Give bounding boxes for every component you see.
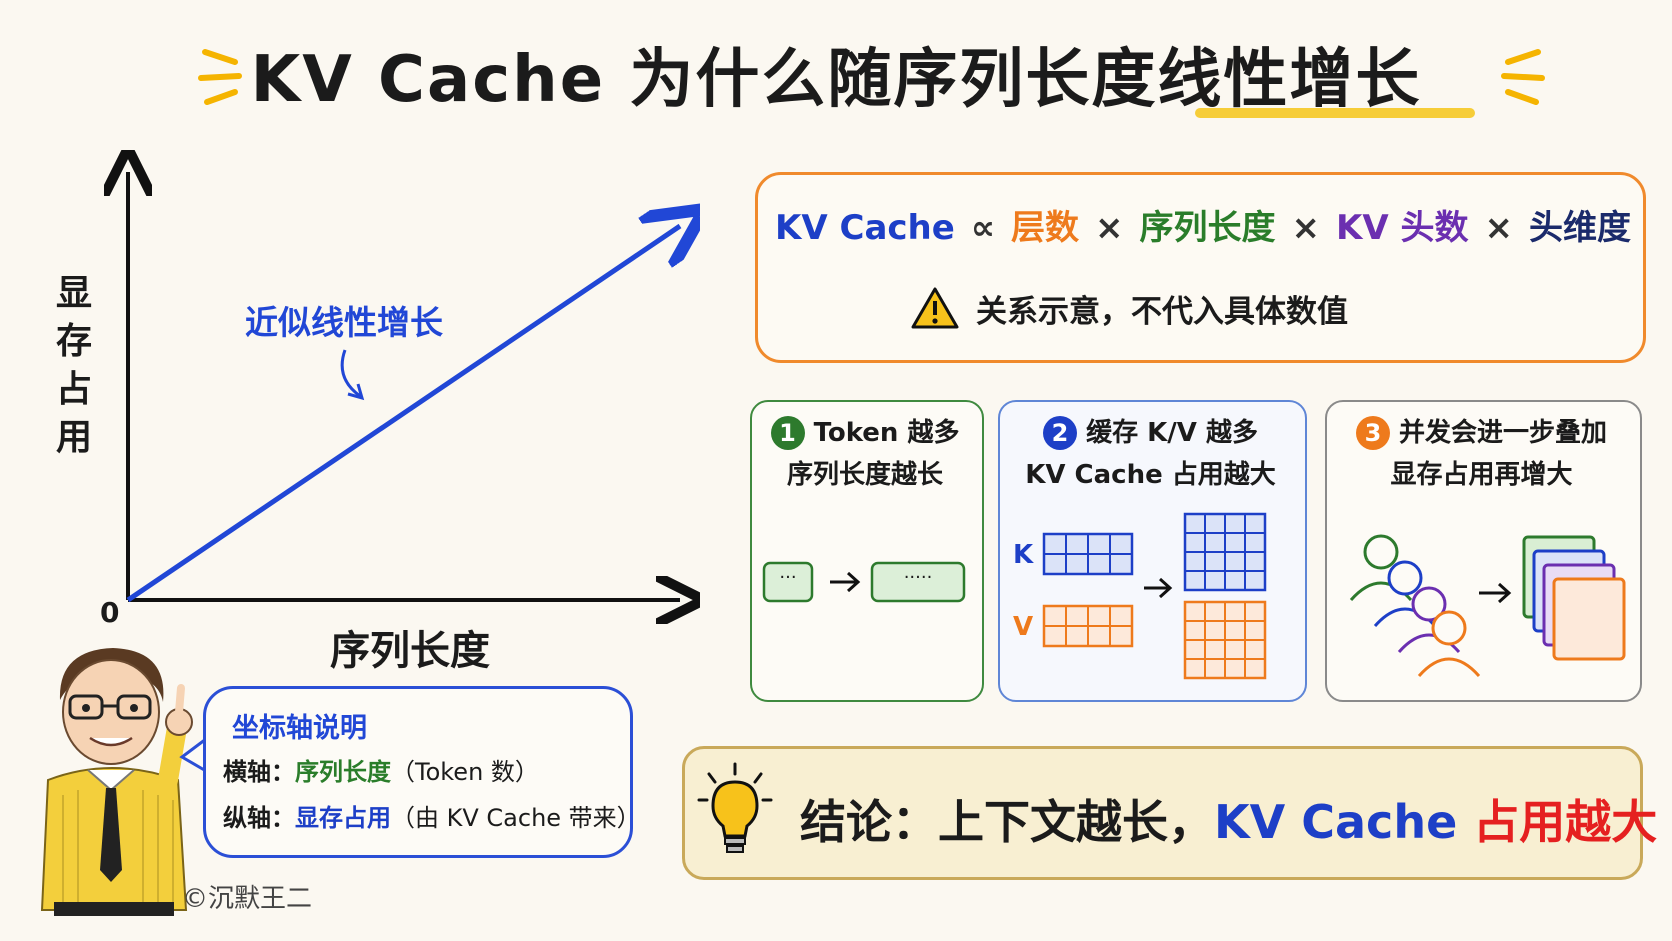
formula-prop: ∝ — [970, 208, 996, 248]
axis-explanation-bubble — [203, 686, 633, 858]
formula-kv: KV Cache — [775, 208, 955, 248]
formula-dim: 头维度 — [1529, 208, 1632, 248]
v-label: V — [1013, 612, 1034, 642]
trend-pointer-arrow — [340, 349, 361, 398]
arrow-right-icon — [1144, 577, 1173, 599]
bubble-x-line: 横轴：序列长度（Token 数） — [223, 758, 539, 786]
layers-icon — [1522, 535, 1626, 661]
formula-box — [755, 172, 1646, 363]
step-3-text: 3 并发会进一步叠加 显存占用再增大 — [1327, 412, 1636, 496]
token-box-small-dots: ··· — [779, 567, 797, 588]
step-2-number: 2 — [1043, 416, 1078, 450]
step-2-text: 2 缓存 K/V 越多 KV Cache 占用越大 — [1025, 416, 1276, 490]
trend-label: 近似线性增长 — [245, 303, 443, 342]
y-axis-label: 显存占用 — [55, 273, 92, 458]
k-label: K — [1013, 540, 1034, 570]
origin-label: 0 — [100, 596, 120, 629]
lightbulb-icon — [697, 762, 773, 853]
conclusion-text: 结论：上下文越长，KV Cache 占用越大 — [800, 795, 1658, 849]
conclusion-box — [682, 746, 1643, 880]
formula-times-3: × — [1484, 208, 1514, 248]
bubble-tail — [179, 737, 207, 773]
v-cache-small — [1042, 604, 1134, 648]
copyright: ©沉默王二 — [182, 884, 313, 914]
formula-note: 关系示意，不代入具体数值 — [910, 285, 1348, 331]
step-1-number: 1 — [770, 416, 805, 450]
k-cache-small — [1042, 532, 1134, 576]
formula-times-2: × — [1291, 208, 1321, 248]
trend-line — [126, 226, 680, 603]
title-sparks-left — [198, 49, 242, 105]
v-cache-large — [1183, 600, 1267, 680]
k-cache-large — [1183, 512, 1267, 592]
step-1-text: 1 Token 越多 序列长度越长 — [752, 412, 978, 496]
page-title: KV Cache 为什么随序列长度线性增长 — [250, 43, 1422, 117]
teacher-avatar — [40, 648, 193, 916]
title-sparks-right — [1501, 49, 1545, 105]
token-box-large-dots: ····· — [903, 567, 933, 588]
formula-times-1: × — [1095, 208, 1124, 248]
formula-seq: 序列长度 — [1139, 208, 1276, 248]
title-highlight — [1195, 108, 1475, 118]
formula-layers: 层数 — [1011, 208, 1080, 248]
x-axis-label: 序列长度 — [330, 628, 490, 674]
kv-cache-illustration — [1042, 512, 1267, 680]
users-icon — [1349, 534, 1480, 677]
bubble-title: 坐标轴说明 — [232, 713, 367, 744]
formula: KV Cache ∝ 层数 × 序列长度 × KV 头数 × 头维度 — [775, 200, 1631, 249]
step-card-1 — [750, 400, 984, 702]
formula-heads: KV 头数 — [1336, 208, 1469, 248]
warning-icon — [911, 287, 959, 329]
arrow-right-icon — [1479, 582, 1512, 604]
step-3-number: 3 — [1355, 416, 1390, 450]
growth-chart — [40, 150, 700, 630]
token-growth-illustration — [762, 561, 966, 603]
bubble-y-line: 纵轴：显存占用（由 KV Cache 带来） — [223, 804, 641, 832]
